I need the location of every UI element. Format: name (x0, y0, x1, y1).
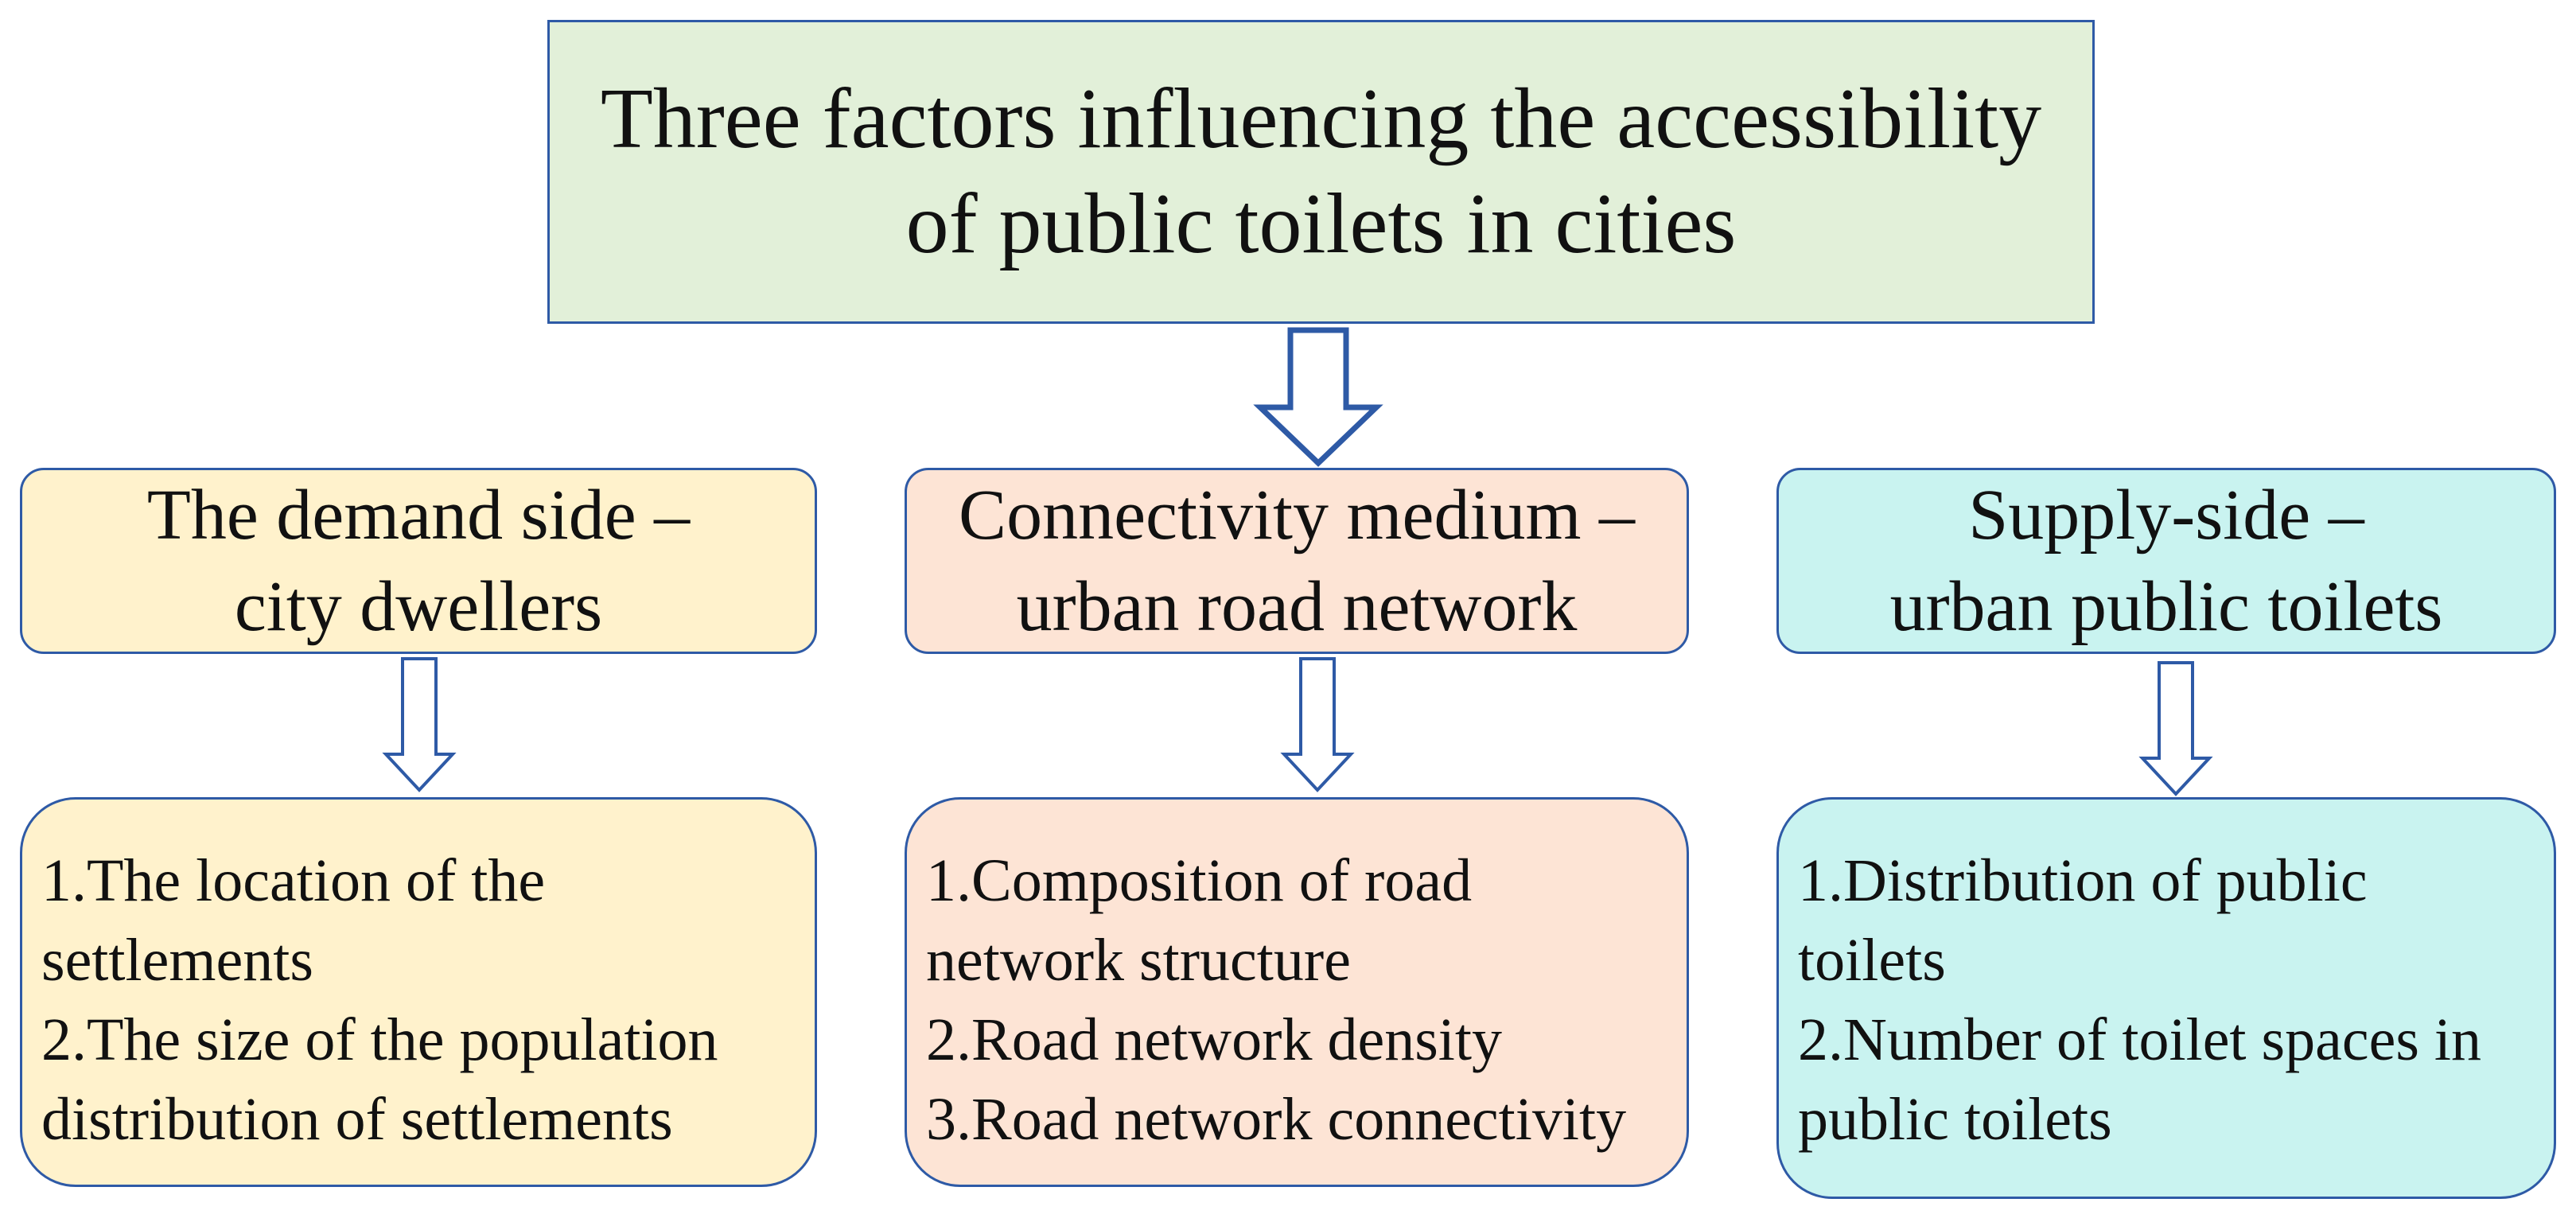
demand-heading-line-2: city dwellers (234, 567, 603, 646)
medium-heading-line-2: urban road network (1016, 567, 1578, 646)
demand-detail-line: 1.The location of the (41, 847, 546, 914)
supply-side-box: Supply-side – urban public toilets (1776, 468, 2556, 654)
demand-detail-line: settlements (41, 927, 313, 994)
supply-detail-line: 2.Number of toilet spaces in (1798, 1006, 2482, 1073)
main-down-arrow (1253, 327, 1383, 467)
demand-down-arrow (382, 657, 457, 792)
medium-detail-line: 3.Road network connectivity (926, 1086, 1627, 1153)
diagram-title-line-1: Three factors influencing the accessibil… (600, 72, 2042, 167)
supply-down-arrow (2138, 661, 2213, 796)
diagram-title-line-2: of public toilets in cities (905, 177, 1737, 271)
demand-detail-line: 2.The size of the population (41, 1006, 718, 1073)
demand-side-box: The demand side – city dwellers (20, 468, 817, 654)
supply-detail-line: 1.Distribution of public (1798, 847, 2368, 914)
supply-heading-line-2: urban public toilets (1889, 567, 2443, 646)
medium-detail-line: 2.Road network density (926, 1006, 1503, 1073)
demand-detail-line: distribution of settlements (41, 1086, 673, 1153)
supply-detail-line: toilets (1798, 927, 1946, 994)
demand-heading-line-1: The demand side – (146, 475, 691, 555)
connectivity-medium-box: Connectivity medium – urban road network (905, 468, 1689, 654)
medium-details-box: 1.Composition of road network structure … (905, 797, 1689, 1187)
medium-heading-line-1: Connectivity medium – (959, 475, 1635, 555)
demand-details-box: 1.The location of the settlements 2.The … (20, 797, 817, 1187)
supply-heading-line-1: Supply-side – (1968, 475, 2364, 555)
supply-details-box: 1.Distribution of public toilets 2.Numbe… (1776, 797, 2556, 1199)
medium-detail-line: 1.Composition of road (926, 847, 1473, 914)
medium-down-arrow (1280, 657, 1355, 792)
supply-detail-line: public toilets (1798, 1086, 2112, 1153)
diagram-title-box: Three factors influencing the accessibil… (547, 20, 2095, 324)
medium-detail-line: network structure (926, 927, 1351, 994)
